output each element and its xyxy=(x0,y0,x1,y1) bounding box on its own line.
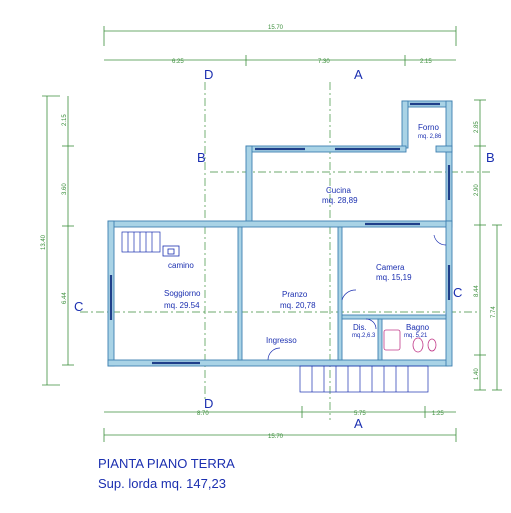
dim-top-right: 2.15 xyxy=(420,59,432,65)
section-b-left: B xyxy=(197,150,206,165)
section-a-top: A xyxy=(354,67,363,82)
dim-right-top: 2.85 xyxy=(474,121,480,133)
room-camera-area: mq. 15,19 xyxy=(376,273,412,282)
plan-subtitle: Sup. lorda mq. 147,23 xyxy=(98,476,226,491)
dimension-lines xyxy=(42,26,502,442)
door-swings xyxy=(267,234,447,361)
room-cucina-area: mq. 28,89 xyxy=(322,196,358,205)
section-d-bottom: D xyxy=(204,396,213,411)
plan-title: PIANTA PIANO TERRA xyxy=(98,456,235,471)
section-a-bottom: A xyxy=(354,416,363,431)
dim-left-top: 2.15 xyxy=(62,114,68,126)
bathroom-fixtures-icon xyxy=(383,329,437,353)
section-d-top: D xyxy=(204,67,213,82)
dim-left-mid: 3.60 xyxy=(62,183,68,195)
room-camera-name: Camera xyxy=(376,263,405,272)
dim-top-left: 6.25 xyxy=(172,59,184,65)
fireplace-icon xyxy=(162,245,180,257)
dim-left-total: 13.40 xyxy=(41,234,47,250)
dim-bottom-right: 1.25 xyxy=(432,411,444,417)
section-b-right: B xyxy=(486,150,495,165)
staircase xyxy=(121,231,429,393)
section-lines xyxy=(80,82,490,420)
camino-label: camino xyxy=(168,261,194,270)
dim-right-low2: 7.74 xyxy=(491,306,497,318)
dim-right-bottom: 1.40 xyxy=(474,368,480,380)
room-dis-name: Dis. xyxy=(353,323,367,332)
room-bagno-name: Bagno xyxy=(406,323,430,332)
room-soggiorno-name: Soggiorno xyxy=(164,289,201,298)
room-pranzo-name: Pranzo xyxy=(282,290,308,299)
dim-bottom-total: 15.70 xyxy=(268,434,284,440)
dim-bottom-left: 8.70 xyxy=(197,411,209,417)
dim-top-mid: 7.30 xyxy=(318,59,330,65)
room-forno-name: Forno xyxy=(418,123,439,132)
walls xyxy=(107,100,453,367)
dim-top-total: 15.70 xyxy=(268,25,284,31)
room-cucina-name: Cucina xyxy=(326,186,351,195)
section-c-left: C xyxy=(74,299,83,314)
room-soggiorno-area: mq. 29.54 xyxy=(164,301,200,310)
dim-bottom-mid: 5.75 xyxy=(354,411,366,417)
room-dis-area: mq.2,6.3 xyxy=(352,333,376,339)
dim-right-low: 8.44 xyxy=(474,285,480,297)
room-ingresso-name: Ingresso xyxy=(266,336,297,345)
windows xyxy=(109,102,451,365)
room-pranzo-area: mq. 20,78 xyxy=(280,301,316,310)
room-forno-area: mq. 2,86 xyxy=(418,134,442,140)
room-bagno-area: mq. 5,21 xyxy=(404,333,428,339)
section-c-right: C xyxy=(453,285,462,300)
dim-right-mid: 2.90 xyxy=(474,184,480,196)
dim-left-bottom: 6.44 xyxy=(62,292,68,304)
